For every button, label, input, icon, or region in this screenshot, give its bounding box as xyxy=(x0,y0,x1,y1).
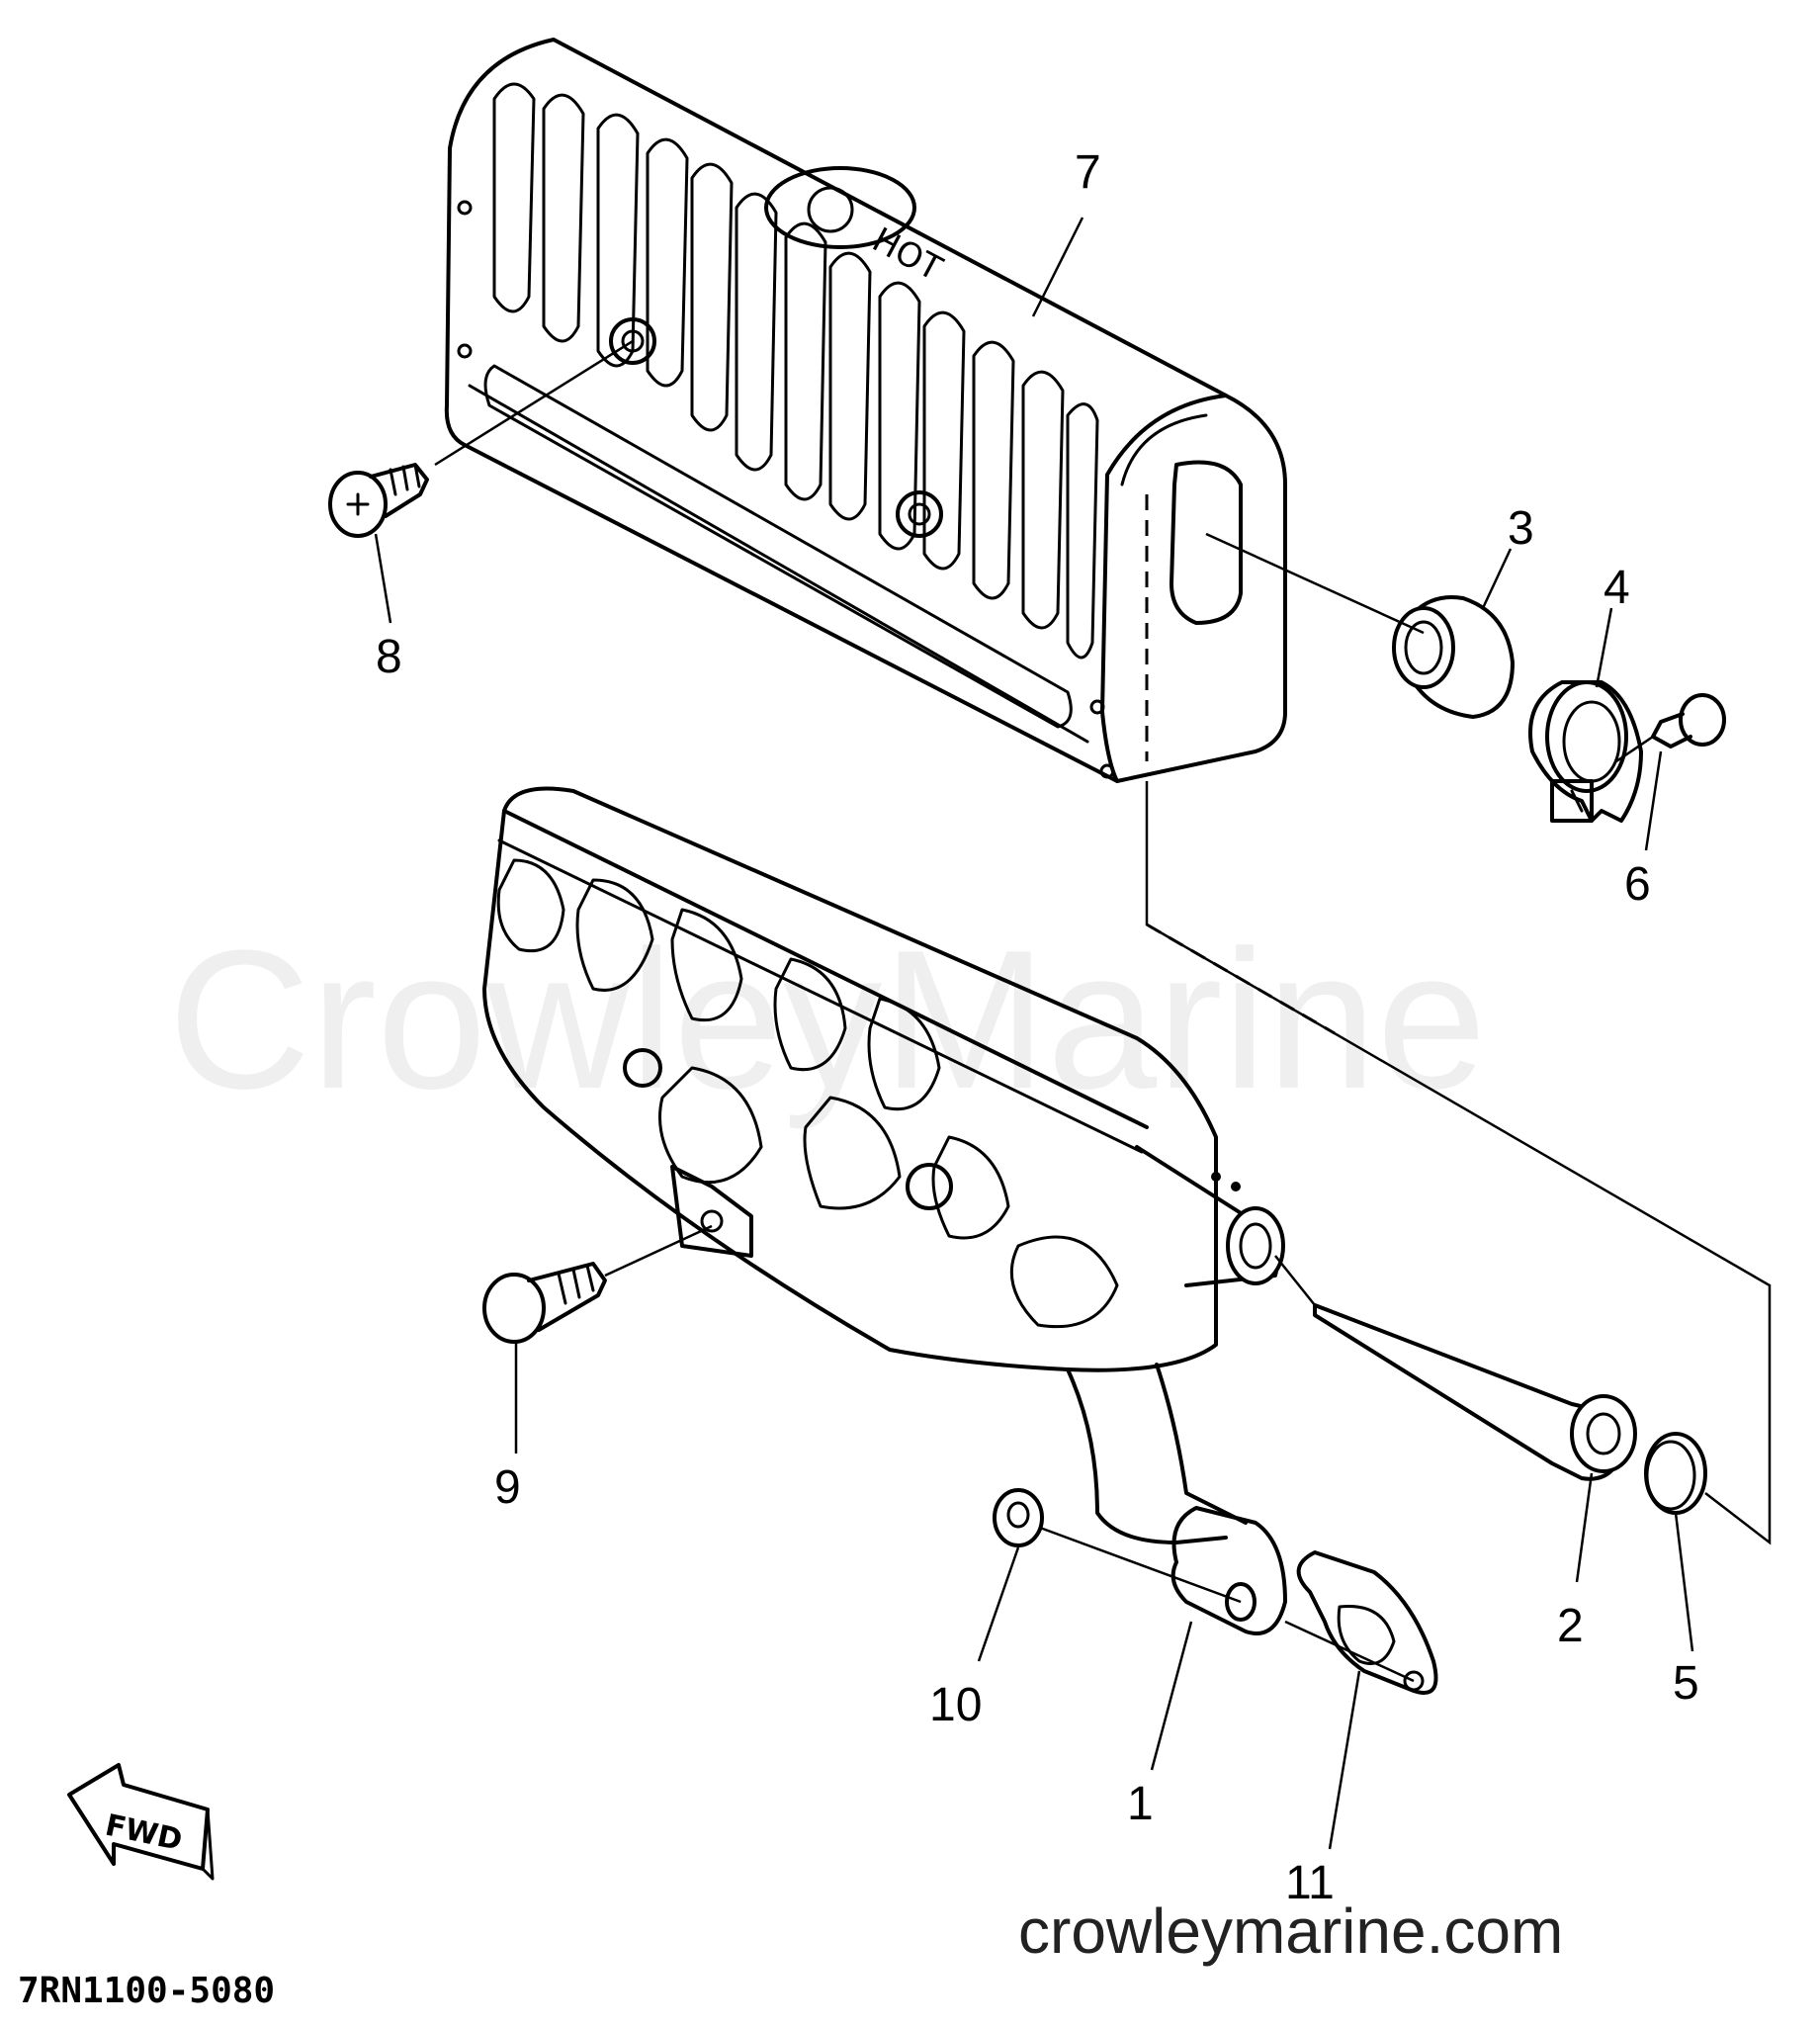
bolt-9 xyxy=(482,1262,607,1344)
heat-shield-cover: HOT xyxy=(444,38,1287,783)
cap-3 xyxy=(1392,595,1515,719)
clamp-4 xyxy=(1528,680,1643,823)
drawing-code: 7RN1100-5080 xyxy=(18,1971,275,2011)
callout-9: 9 xyxy=(494,1461,521,1514)
website-text: crowleymarine.com xyxy=(1018,1896,1563,1967)
callout-5: 5 xyxy=(1673,1657,1699,1710)
callout-2: 2 xyxy=(1557,1600,1584,1652)
nut-10 xyxy=(993,1488,1044,1547)
callout-4: 4 xyxy=(1603,562,1630,614)
gasket-5 xyxy=(1644,1432,1707,1515)
pipe-2 xyxy=(1313,1303,1637,1481)
screw-8 xyxy=(328,463,429,538)
callout-7: 7 xyxy=(1075,146,1101,199)
callouts: 7 8 3 4 6 9 10 1 11 2 5 xyxy=(374,146,1699,1909)
watermark-text: CrowleyMarine xyxy=(168,910,1487,1130)
hot-emblem-label: HOT xyxy=(866,220,949,290)
callout-6: 6 xyxy=(1624,858,1651,911)
muffler xyxy=(482,786,1287,1635)
gasket-11 xyxy=(1296,1550,1438,1695)
callout-11: 11 xyxy=(1285,1857,1335,1909)
forward-direction-arrow: FWD xyxy=(67,1763,215,1881)
callout-3: 3 xyxy=(1508,502,1534,555)
callout-8: 8 xyxy=(376,631,402,683)
callout-10: 10 xyxy=(929,1679,982,1731)
screw-6 xyxy=(1651,693,1726,749)
callout-1: 1 xyxy=(1127,1778,1154,1830)
